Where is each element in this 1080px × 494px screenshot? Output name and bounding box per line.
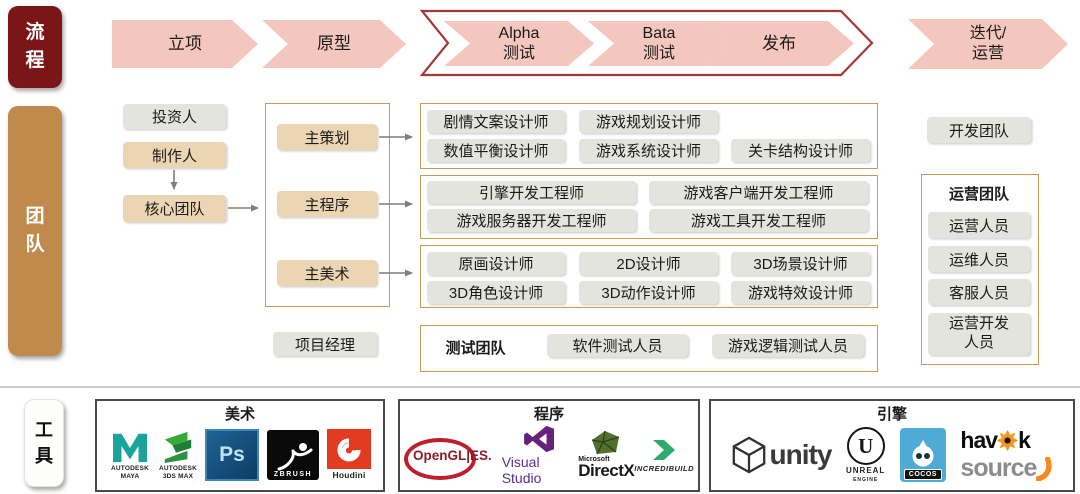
maya-wordmark: AUTODESK MAYA bbox=[111, 465, 149, 481]
unity-logo: unity bbox=[730, 435, 832, 475]
role-concept-artist: 原画设计师 bbox=[427, 252, 565, 275]
havok-k-text: k bbox=[1018, 427, 1031, 453]
directx-logo: Microsoft DirectX bbox=[578, 430, 635, 481]
maya-m-icon bbox=[113, 433, 147, 462]
visual-studio-icon bbox=[524, 425, 554, 452]
visual-studio-logo: Visual Studio bbox=[502, 425, 579, 486]
investor-box: 投资人 bbox=[123, 104, 226, 129]
zbrush-figure-icon bbox=[277, 443, 313, 471]
3dsmax-product-text: 3DS MAX bbox=[162, 472, 194, 480]
unity-wordmark: unity bbox=[769, 439, 833, 470]
3dsmax-brand-text: AUTODESK bbox=[159, 464, 197, 472]
photoshop-ps-text: Ps bbox=[219, 443, 245, 466]
havok-logo: hav k bbox=[960, 427, 1031, 454]
zbrush-logo: ZBRUSH bbox=[267, 430, 319, 480]
3dsmax-logo: AUTODESK 3DS MAX bbox=[159, 430, 197, 481]
prog-tools-title: 程序 bbox=[533, 406, 564, 423]
directx-microsoft-text: Microsoft bbox=[578, 456, 610, 464]
process-row-label: 流 程 bbox=[8, 6, 62, 88]
cocos-logo: COCOS bbox=[899, 428, 946, 482]
unity-cube-icon bbox=[732, 436, 765, 474]
process-step-iteration-ops: 迭代/ 运营 bbox=[908, 19, 1068, 69]
prog-tools-panel: 程序 OpenGL|ES. Visual Studio Microsoft Di… bbox=[398, 399, 700, 492]
opengl-oval-icon bbox=[404, 438, 476, 480]
lead-art-box: 主美术 bbox=[277, 260, 377, 286]
role-ops-dev-staff: 运营开发 人员 bbox=[928, 313, 1030, 355]
role-game-logic-tester: 游戏逻辑测试人员 bbox=[712, 334, 864, 357]
lead-planning-box: 主策划 bbox=[277, 124, 377, 150]
role-game-system-designer: 游戏系统设计师 bbox=[579, 139, 718, 162]
directx-rock-icon bbox=[592, 431, 620, 455]
directx-wordmark: DirectX bbox=[578, 461, 635, 481]
tools-section-divider bbox=[0, 386, 1080, 388]
role-numeric-balance-designer: 数值平衡设计师 bbox=[427, 139, 565, 162]
maya-logo: AUTODESK MAYA bbox=[109, 430, 151, 481]
lead-programming-box: 主程序 bbox=[277, 191, 377, 217]
team-row-label: 团 队 bbox=[8, 106, 62, 356]
unreal-logo: U UNREAL ENGINE bbox=[846, 427, 885, 483]
photoshop-icon: Ps bbox=[205, 429, 259, 481]
role-software-tester: 软件测试人员 bbox=[547, 334, 688, 357]
role-level-structure-designer: 关卡结构设计师 bbox=[731, 139, 870, 162]
project-manager-box: 项目经理 bbox=[273, 332, 377, 356]
ops-team-title: 运营团队 bbox=[948, 185, 1009, 203]
havok-gear-icon bbox=[997, 430, 1019, 451]
role-tools-engineer: 游戏工具开发工程师 bbox=[649, 209, 868, 232]
houdini-wordmark: Houdini bbox=[332, 470, 366, 481]
unreal-wordmark: UNREAL bbox=[845, 466, 886, 476]
3dsmax-icon bbox=[164, 431, 192, 463]
core-team-box: 核心团队 bbox=[123, 195, 226, 222]
source-swoosh-icon bbox=[1036, 456, 1053, 481]
engine-tools-logos: unity U UNREAL ENGINE COCOS bbox=[711, 424, 1073, 490]
incredibuild-logo: INCREDIBUILD bbox=[634, 437, 694, 473]
opengl-logo: OpenGL|ES. bbox=[404, 435, 502, 480]
process-step-beta-test: Bata 测试 bbox=[588, 21, 730, 66]
role-3d-scene-designer: 3D场景设计师 bbox=[731, 252, 870, 275]
zbrush-wordmark: ZBRUSH bbox=[273, 471, 313, 478]
art-tools-logos: AUTODESK MAYA AUTODESK 3DS MAX Ps bbox=[97, 424, 383, 490]
role-vfx-designer: 游戏特效设计师 bbox=[731, 281, 870, 304]
role-3d-animation-designer: 3D动作设计师 bbox=[579, 281, 718, 304]
incredibuild-arrow-icon bbox=[653, 440, 676, 460]
art-tools-panel: 美术 AUTODESK MAYA AUTODESK 3 bbox=[95, 399, 385, 492]
unreal-u-icon: U bbox=[846, 427, 885, 466]
prog-tools-logos: OpenGL|ES. Visual Studio Microsoft Direc… bbox=[400, 424, 698, 490]
tools-row-label: 工 具 bbox=[24, 399, 64, 487]
engine-tools-title: 引擎 bbox=[876, 406, 907, 423]
visual-studio-wordmark: Visual Studio bbox=[501, 453, 542, 486]
maya-product-text: MAYA bbox=[120, 472, 140, 480]
role-2d-designer: 2D设计师 bbox=[579, 252, 718, 275]
role-narrative-designer: 剧情文案设计师 bbox=[427, 110, 565, 133]
3dsmax-wordmark: AUTODESK 3DS MAX bbox=[159, 465, 197, 481]
houdini-spiral-icon bbox=[327, 429, 371, 470]
producer-box: 制作人 bbox=[123, 142, 226, 168]
maya-brand-text: AUTODESK bbox=[111, 464, 149, 472]
role-customer-service-staff: 客服人员 bbox=[928, 279, 1030, 305]
art-tools-title: 美术 bbox=[224, 406, 255, 423]
role-game-planning-designer: 游戏规划设计师 bbox=[579, 110, 718, 133]
houdini-logo: Houdini bbox=[327, 429, 371, 480]
incredibuild-wordmark: INCREDIBUILD bbox=[634, 464, 694, 473]
cocos-mascot-icon bbox=[912, 440, 934, 467]
process-step-prototype: 原型 bbox=[262, 20, 406, 68]
process-step-initiation: 立项 bbox=[112, 20, 258, 68]
role-client-engineer: 游戏客户端开发工程师 bbox=[649, 181, 868, 204]
dev-team-box: 开发团队 bbox=[927, 117, 1031, 143]
havok-source-stack: hav k source bbox=[960, 427, 1054, 483]
unreal-u-text: U bbox=[858, 433, 874, 458]
havok-hav-text: hav bbox=[960, 427, 998, 453]
unreal-engine-text: ENGINE bbox=[853, 476, 879, 483]
opengl-wordmark: OpenGL|ES. bbox=[413, 448, 492, 463]
role-3d-character-designer: 3D角色设计师 bbox=[427, 281, 565, 304]
source-wordmark: source bbox=[960, 454, 1037, 482]
engine-tools-panel: 引擎 unity U UNREAL ENGINE bbox=[709, 399, 1075, 492]
role-ops-staff: 运营人员 bbox=[928, 212, 1030, 238]
role-server-engineer: 游戏服务器开发工程师 bbox=[427, 209, 636, 232]
test-team-title: 测试团队 bbox=[445, 339, 506, 357]
role-engine-engineer: 引擎开发工程师 bbox=[427, 181, 636, 204]
cocos-wordmark: COCOS bbox=[903, 469, 942, 480]
source-logo: source bbox=[960, 454, 1054, 483]
role-maintenance-staff: 运维人员 bbox=[928, 246, 1030, 272]
